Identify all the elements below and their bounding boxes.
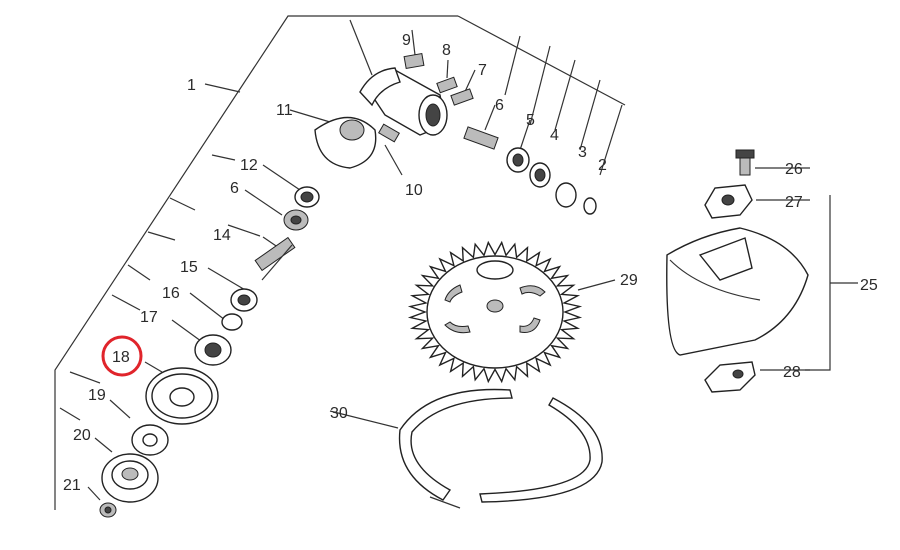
label-part-17: 17 (140, 309, 158, 326)
part-30-guard-ring (398, 388, 603, 509)
highlight-circle (101, 335, 143, 377)
label-part-26: 26 (785, 161, 803, 178)
part-number-labels: 1 11 9 8 7 6 5 4 3 2 10 12 6 14 15 16 17… (63, 32, 878, 494)
label-part-30: 30 (330, 405, 348, 422)
label-part-2: 2 (598, 157, 607, 174)
label-part-3: 3 (578, 144, 587, 161)
label-part-11: 11 (276, 102, 293, 119)
label-part-5: 5 (526, 112, 535, 129)
label-part-6-upper: 6 (495, 97, 504, 114)
label-part-21: 21 (63, 477, 81, 494)
label-part-1: 1 (187, 77, 196, 94)
label-part-8: 8 (442, 42, 451, 59)
label-part-6-lower: 6 (230, 180, 239, 197)
label-part-4: 4 (550, 127, 559, 144)
label-part-16: 16 (162, 285, 180, 302)
label-part-25: 25 (860, 277, 878, 294)
part-29-saw-blade (407, 240, 583, 384)
label-part-10: 10 (405, 182, 423, 199)
shaft-bearings-upper (463, 126, 597, 215)
label-part-7: 7 (478, 62, 487, 79)
label-part-18: 18 (112, 349, 130, 366)
label-part-29: 29 (620, 272, 638, 289)
part-11-cover (314, 116, 377, 169)
left-column-parts (99, 186, 320, 518)
label-part-15: 15 (180, 259, 198, 276)
shield-assembly (666, 149, 809, 393)
label-part-9: 9 (402, 32, 411, 49)
shield-leaders (755, 167, 858, 371)
label-part-14: 14 (213, 227, 231, 244)
label-part-19: 19 (88, 387, 106, 404)
gear-head-housing (359, 52, 474, 143)
label-part-27: 27 (785, 194, 803, 211)
label-part-28: 28 (783, 364, 801, 381)
label-part-20: 20 (73, 427, 91, 444)
label-part-12: 12 (240, 157, 258, 174)
